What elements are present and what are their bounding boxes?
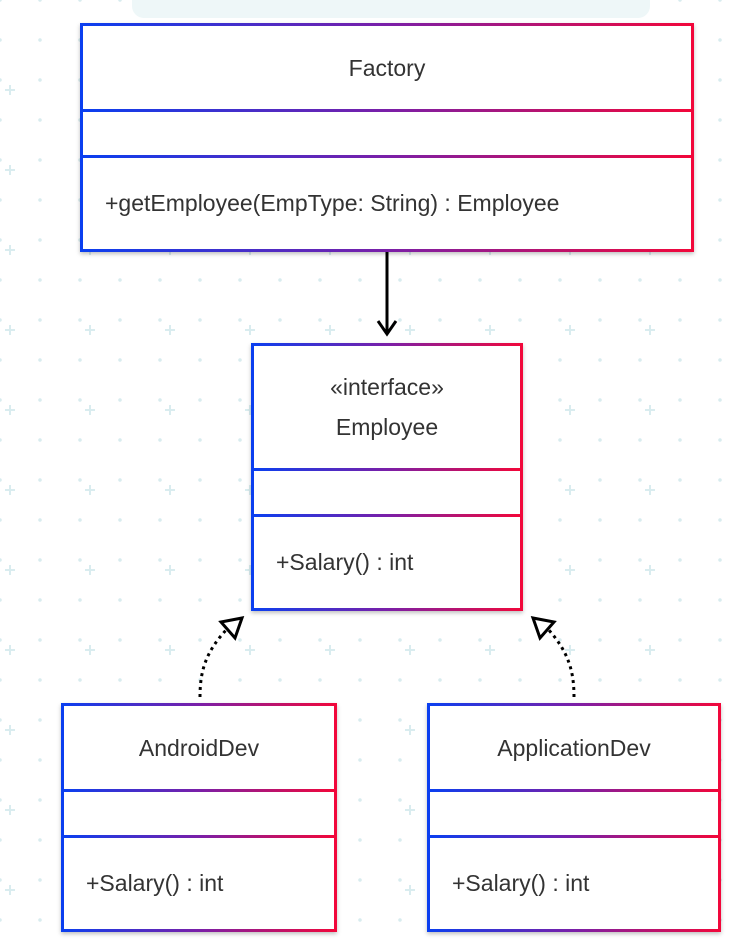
class-androiddev-name: AndroidDev: [138, 734, 260, 761]
class-applicationdev-methods: +Salary() : int: [430, 838, 718, 929]
association-arrowhead: [376, 320, 398, 337]
class-applicationdev[interactable]: ApplicationDev +Salary() : int: [427, 703, 721, 932]
realization-line-androiddev[interactable]: [198, 626, 230, 698]
class-employee[interactable]: «interface» Employee +Salary() : int: [251, 343, 523, 611]
class-applicationdev-name: ApplicationDev: [497, 734, 651, 761]
divider: [254, 468, 520, 471]
realization-arrowhead-androiddev: [218, 616, 245, 641]
class-employee-attributes: [254, 471, 520, 514]
class-applicationdev-attributes: [430, 792, 718, 835]
method-get-employee: +getEmployee(EmpType: String) : Employee: [105, 190, 560, 216]
realization-line-applicationdev[interactable]: [545, 626, 576, 698]
method-salary: +Salary() : int: [276, 549, 414, 575]
class-androiddev[interactable]: AndroidDev +Salary() : int: [61, 703, 337, 932]
divider: [64, 789, 334, 792]
class-factory[interactable]: Factory +getEmployee(EmpType: String) : …: [80, 23, 694, 252]
class-employee-name-section: «interface» Employee: [254, 346, 520, 468]
divider: [430, 835, 718, 838]
divider: [83, 109, 691, 112]
realization-arrowhead-applicationdev: [530, 616, 557, 641]
divider: [430, 789, 718, 792]
method-salary: +Salary() : int: [86, 870, 224, 896]
class-androiddev-name-section: AndroidDev: [64, 706, 334, 789]
class-employee-methods: +Salary() : int: [254, 517, 520, 608]
divider: [64, 835, 334, 838]
class-factory-name-section: Factory: [83, 26, 691, 109]
method-salary: +Salary() : int: [452, 870, 590, 896]
canvas-top-tab: [132, 0, 650, 18]
class-employee-stereotype: «interface»: [330, 374, 444, 400]
divider: [83, 155, 691, 158]
class-androiddev-attributes: [64, 792, 334, 835]
class-applicationdev-name-section: ApplicationDev: [430, 706, 718, 789]
class-androiddev-methods: +Salary() : int: [64, 838, 334, 929]
class-factory-attributes: [83, 112, 691, 155]
class-employee-name: Employee: [335, 414, 439, 440]
class-factory-name: Factory: [348, 54, 426, 81]
class-factory-methods: +getEmployee(EmpType: String) : Employee: [83, 158, 691, 249]
divider: [254, 514, 520, 517]
